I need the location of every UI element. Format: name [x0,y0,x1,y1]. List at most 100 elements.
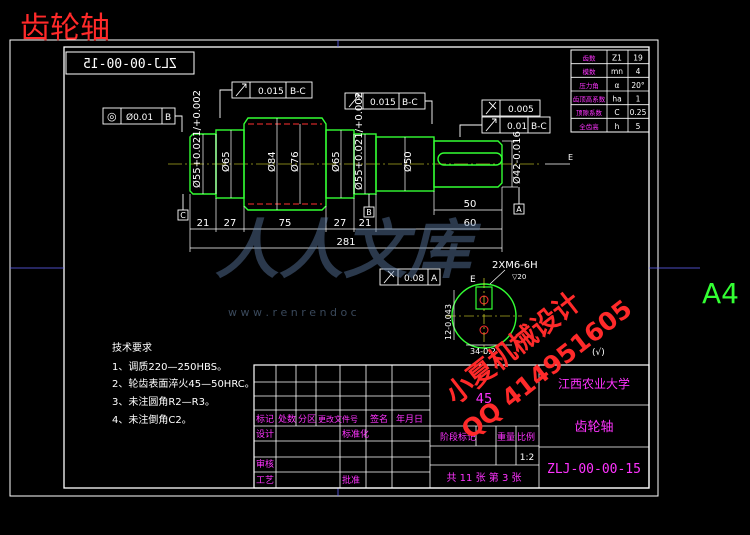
datum-c: C [180,211,186,220]
tb-code: ZLJ-00-00-15 [547,462,641,477]
gear-param-sym: ha [612,95,621,104]
gear-param-name: 模数 [583,67,597,76]
fc1-datum: B-C [290,87,306,97]
tech-item-1: 1、调质220—250HBS。 [112,361,227,373]
runout-val: Ø0.01 [126,112,153,123]
gear-param-val: 19 [633,54,643,63]
fc1-val: 0.015 [258,87,284,97]
len-27-left: 27 [224,218,237,229]
roughness-mark: (√) [592,347,605,358]
gear-param-sym: C [614,108,619,117]
key-width: 12-0.043 [444,304,453,340]
gear-param-val: 20° [631,81,645,90]
datum-markers [177,187,525,221]
datum-letters: B A C [180,205,522,220]
mirrored-code: ZLJ-00-00-15 [83,57,177,72]
tb-doc: 更改文件号 [318,414,358,424]
section-labels: 2XM6-6H ▽20 E 12-0.043 34-0.2 (√) [444,260,605,358]
wm-brand: 人人文库 [215,214,482,288]
key-tol-val: 0.08 [404,274,424,284]
thread-callout: 2XM6-6H [492,260,538,271]
tech-item-2: 2、轮齿表面淬火45—50HRC。 [112,377,255,390]
tb-zone: 分区 [298,414,316,425]
tech-heading: 技术要求 [112,341,152,354]
len-27-right: 27 [334,218,347,229]
drawing-title: 齿轮轴 [20,11,110,46]
dia-76: Ø76 [289,151,301,172]
dia-55-left: Ø55+0.021/+0.002 [191,90,203,188]
tb-stage: 阶段标记 [440,431,476,443]
key-tol-datum: A [431,274,438,284]
wm-url: w w w . r e n r e n d o c [228,306,357,319]
section-view [446,269,522,354]
fc3-val: 0.005 [508,105,534,115]
tb-mark: 标记 [256,413,274,425]
runout-datum: B [165,113,171,123]
tb-process: 工艺 [256,475,274,486]
tb-design: 设计 [256,428,274,440]
tech-item-3: 3、未注圆角R2—R3。 [112,395,215,408]
len-60: 60 [464,218,477,229]
gear-param-val: 5 [636,122,641,131]
gear-param-name: 顶隙系数 [576,108,603,117]
gear-param-name: 齿数 [583,54,597,63]
len-281: 281 [336,237,355,248]
length-dim-lines [189,187,503,252]
tb-sign: 签名 [370,413,388,425]
key-depth: 34-0.2 [470,347,496,356]
tolerance-texts: ◎ Ø0.01 B 0.015 B-C 0.015 B-C 0.005 0.01… [107,87,547,284]
fc2-datum: B-C [402,98,418,108]
tb-part-name: 齿轮轴 [574,420,613,435]
tb-material: 45 [476,392,493,407]
diameter-labels: Ø55+0.021/+0.002 Ø65 Ø84 Ø76 Ø65 Ø55+0.0… [191,90,523,190]
runout-symbol: ◎ [107,110,117,123]
gear-param-name: 全齿高 [579,122,599,131]
gear-param-val: 0.25 [630,108,647,117]
gear-param-val: 1 [636,95,641,104]
fc4-datum: B-C [531,122,547,132]
len-21-right: 21 [359,218,372,229]
len-50: 50 [464,199,477,210]
fc2-val: 0.015 [370,98,396,108]
diameter-dim-lines [202,118,518,210]
tb-scale: 1:2 [520,453,534,463]
length-labels: 21 27 75 27 21 50 60 281 [197,199,477,248]
gear-param-val: 4 [636,67,641,76]
dia-84: Ø84 [266,151,278,172]
tb-sheets: 共 11 张 第 3 张 [447,471,522,484]
gear-param-sym: Z1 [612,54,622,63]
tolerance-symbols [235,83,497,284]
len-21-left: 21 [197,218,210,229]
title-block [253,364,650,489]
dia-55-right: Ø55+0.021/+0.002 [353,92,365,190]
tb-school: 江西农业大学 [558,376,630,391]
datum-a: A [516,205,522,214]
tech-requirements: 技术要求 1、调质220—250HBS。 2、轮齿表面淬火45—50HRC。 3… [112,341,255,426]
datum-b: B [366,208,372,217]
thread-depth: ▽20 [512,273,526,281]
gear-param-sym: mn [611,67,623,76]
len-75: 75 [279,218,292,229]
gear-param-sym: h [615,122,620,131]
code-box [65,51,195,75]
tb-count: 处数 [278,413,296,425]
title-block-values: 江西农业大学 齿轮轴 ZLJ-00-00-15 45 1:2 共 11 张 第 … [447,376,641,484]
dia-50: Ø50 [402,151,414,172]
tb-ratio: 比例 [517,431,535,443]
tb-std: 标准化 [342,428,369,440]
gear-param-name: 压力角 [579,81,599,90]
watermark: 人人文库 w w w . r e n r e n d o c [215,214,482,319]
tech-item-4: 4、未注倒角C2。 [112,413,192,426]
title-block-headings: 标记 处数 分区 更改文件号 签名 年月日 设计 标准化 阶段标记 重量 比例 … [256,413,535,486]
section-e: E [568,153,573,162]
tolerance-frames [102,81,551,286]
tb-date: 年月日 [396,413,423,425]
dia-65-right: Ø65 [330,151,342,172]
tb-check: 审核 [256,458,274,470]
sheet-size: A4 [702,277,739,310]
tb-approve: 批准 [342,474,360,486]
fc4-val: 0.01 [507,122,527,132]
